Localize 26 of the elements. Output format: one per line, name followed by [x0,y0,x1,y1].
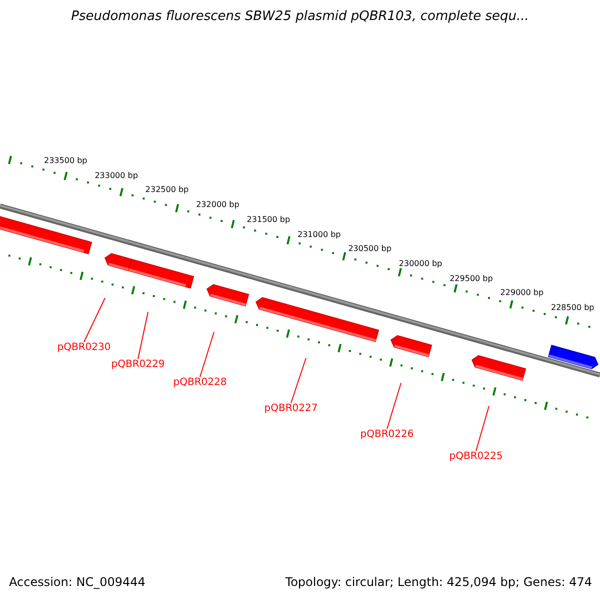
position-label: 229500 bp [450,274,493,284]
gene-label: pQBR0230 [57,342,111,354]
position-label: 233500 bp [44,156,88,166]
gene-label: pQBR0227 [264,403,318,415]
position-label: 232000 bp [196,200,240,210]
leader-line [290,358,306,404]
position-label: 232500 bp [145,185,189,196]
position-label: 229000 bp [500,288,544,298]
leader-line [84,298,106,342]
leader-line [138,312,148,360]
gene-label: pQBR0226 [360,429,414,441]
gene-label: pQBR0228 [173,377,227,389]
position-label: 231000 bp [298,230,341,240]
position-label: 231500 bp [246,214,290,225]
leader-line [386,382,402,430]
accession-label: Accession: NC_009444 [9,574,146,590]
title: Pseudomonas fluorescens SBW25 plasmid pQBR103, complete sequ... [70,9,530,25]
gene-label: pQBR0229 [111,359,165,371]
leader-line [200,332,214,378]
sequence-summary: Topology: circular; Length: 425,094 bp; Genes: 474 [285,574,592,590]
position-label: 233000 bp [94,170,138,181]
gene-label: pQBR0225 [449,451,503,463]
leader-line [476,406,490,452]
position-label: 230000 bp [398,258,442,269]
position-label: 230500 bp [348,244,392,254]
position-label: 228500 bp [551,303,594,313]
